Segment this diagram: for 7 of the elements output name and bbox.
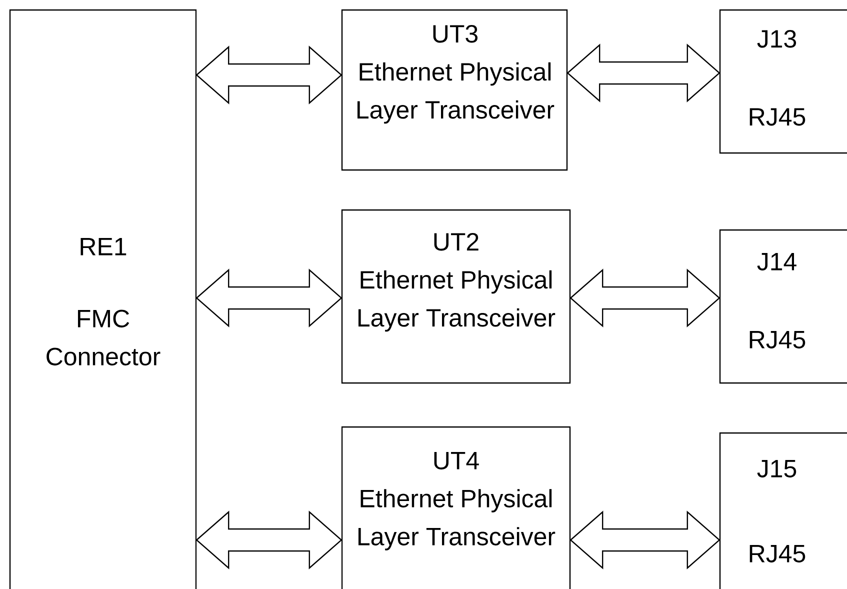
transceiver-box: UT3 Ethernet Physical Layer Transceiver [341, 9, 568, 171]
jack-box: J15 RJ45 [719, 432, 847, 589]
connector-box: RE1 FMC Connector [9, 9, 197, 589]
jack-box: J14 RJ45 [719, 229, 847, 384]
transceiver-box: UT4 Ethernet Physical Layer Transceiver [341, 426, 571, 589]
jack-box: J13 RJ45 [719, 9, 847, 154]
transceiver-box: UT2 Ethernet Physical Layer Transceiver [341, 209, 571, 384]
